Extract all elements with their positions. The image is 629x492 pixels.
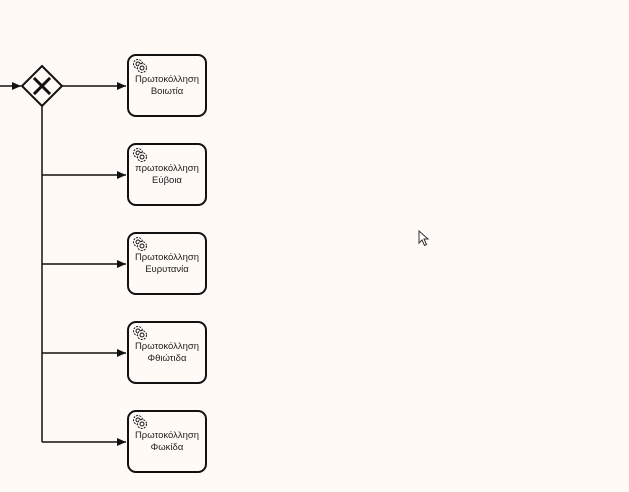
exclusive-gateway[interactable] xyxy=(20,64,64,108)
task-protocol-evrytania[interactable]: Πρωτοκόλληση Ευρυτανία xyxy=(127,232,207,295)
gear-icon xyxy=(133,148,147,162)
gear-icon xyxy=(133,237,147,251)
gateway-x-icon xyxy=(32,76,52,96)
task-label: Πρωτοκόλληση Ευρυτανία xyxy=(134,252,200,275)
task-label: πρωτοκόλληση Εύβοια xyxy=(135,163,199,186)
gear-icon xyxy=(133,415,147,429)
task-protocol-voiotia[interactable]: Πρωτοκόλληση Βοιωτία xyxy=(127,54,207,117)
task-label: Πρωτοκόλληση Φθιώτιδα xyxy=(134,341,200,364)
gear-icon xyxy=(133,326,147,340)
task-label: Πρωτοκόλληση Φωκίδα xyxy=(134,430,200,453)
task-protocol-fthiotida[interactable]: Πρωτοκόλληση Φθιώτιδα xyxy=(127,321,207,384)
mouse-pointer-icon xyxy=(418,230,430,247)
task-protocol-evia[interactable]: πρωτοκόλληση Εύβοια xyxy=(127,143,207,206)
task-protocol-fokida[interactable]: Πρωτοκόλληση Φωκίδα xyxy=(127,410,207,473)
task-label: Πρωτοκόλληση Βοιωτία xyxy=(134,74,200,97)
gear-icon xyxy=(133,59,147,73)
